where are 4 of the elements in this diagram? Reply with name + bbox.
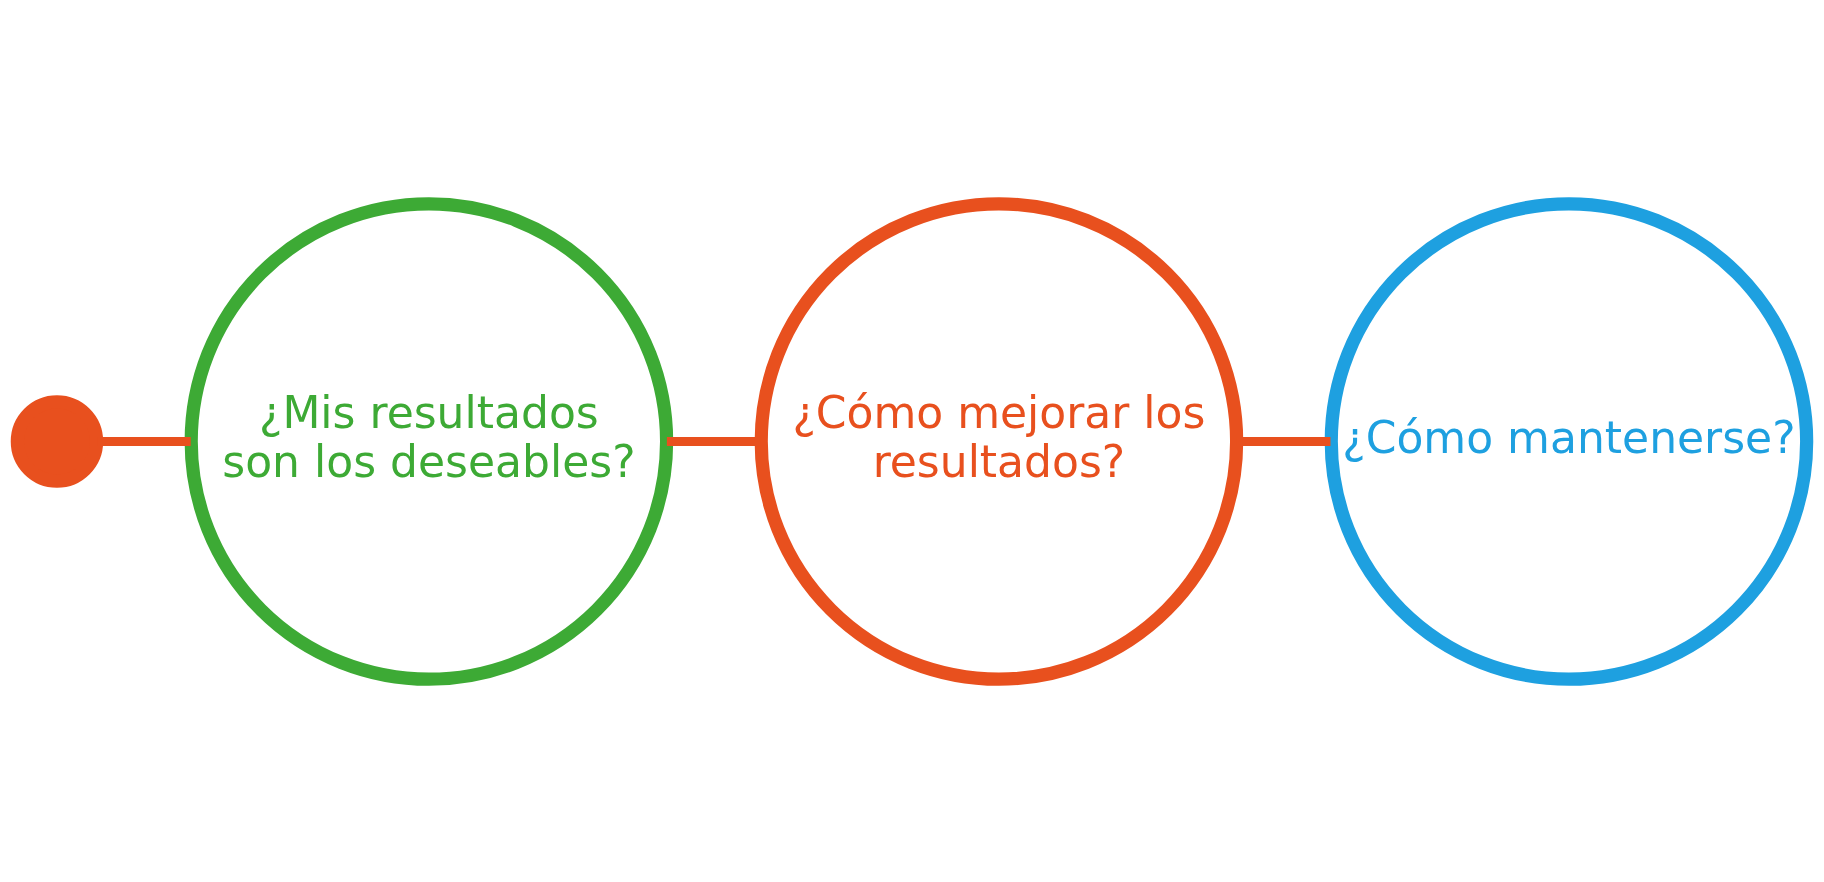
node-circle: ¿Cómo mantenerse?: [1324, 196, 1814, 686]
node-circle: ¿Mis resultados son los deseables?: [184, 196, 674, 686]
node-circle: ¿Cómo mejorar los resultados?: [754, 196, 1244, 686]
node-circle: [10, 394, 104, 488]
